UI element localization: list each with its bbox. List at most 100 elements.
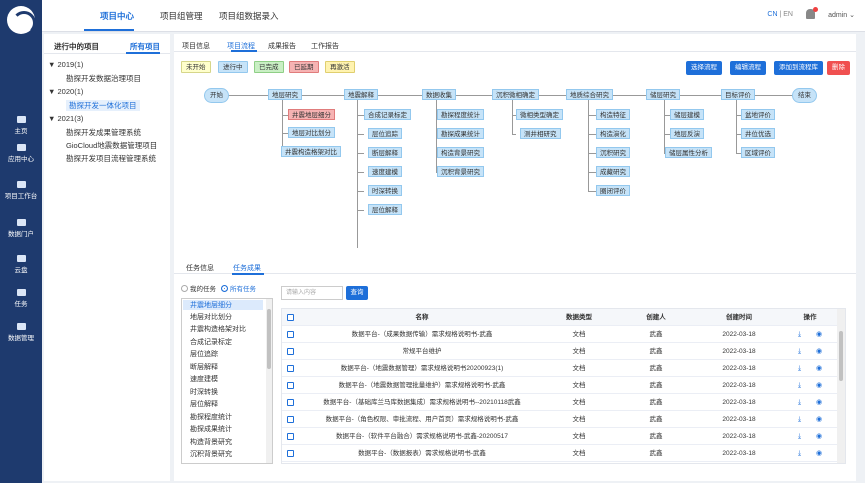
edit-flow-button[interactable]: 编辑流程 <box>730 61 766 75</box>
flow-task-node[interactable]: 合成记录标定 <box>364 109 411 120</box>
flow-task-node[interactable]: 构造演化 <box>596 128 630 139</box>
tab-task-results[interactable]: 任务成果 <box>233 265 261 272</box>
row-checkbox[interactable] <box>287 348 294 355</box>
flow-task-node[interactable]: 成藏研究 <box>596 166 630 177</box>
download-icon[interactable]: ⤓ <box>798 348 802 355</box>
scrollbar-thumb[interactable] <box>267 309 271 369</box>
tab-all-projects[interactable]: 所有项目 <box>130 42 160 51</box>
tree-project[interactable]: 勘探开发数据治理项目 <box>66 74 141 83</box>
task-list-item[interactable]: 勘探成果统计 <box>190 426 232 433</box>
delete-button[interactable]: 删除 <box>827 61 850 75</box>
flow-task-node[interactable]: 地层对比划分 <box>288 127 335 138</box>
sidebar-item-apps[interactable]: 应用中心 <box>0 144 42 166</box>
flow-task-node[interactable]: 测井相研究 <box>520 128 561 139</box>
table-row[interactable]: 数据平台-（地震数据管理）需求规格说明书20200923(1) 文档 武鑫 20… <box>282 360 838 377</box>
flow-phase-node[interactable]: 地层研究 <box>268 89 302 100</box>
view-icon[interactable]: ◉ <box>816 382 823 389</box>
row-checkbox[interactable] <box>287 382 294 389</box>
flow-task-node[interactable]: 井位优选 <box>741 128 775 139</box>
table-scrollbar[interactable] <box>837 309 845 463</box>
row-checkbox[interactable] <box>287 365 294 372</box>
flow-task-node[interactable]: 速度建模 <box>368 166 402 177</box>
tab-task-info[interactable]: 任务信息 <box>186 265 214 272</box>
table-row[interactable]: 数据平台-（基础库兰马库数据集成）需求规格说明书--20210118武鑫 文档 … <box>282 394 838 411</box>
flow-task-node[interactable]: 层位解释 <box>368 204 402 215</box>
notification-bell-icon[interactable] <box>806 7 818 19</box>
flow-phase-node[interactable]: 储层研究 <box>646 89 680 100</box>
tree-year-2019[interactable]: ▼ 2019(1) <box>48 60 84 69</box>
nav-project-group[interactable]: 项目组管理 <box>160 11 203 21</box>
table-row[interactable]: 数据平台-（数据报表）需求规格说明书-武鑫 文档 武鑫 2022-03-18 ⤓… <box>282 445 838 462</box>
download-icon[interactable]: ⤓ <box>798 416 802 423</box>
nav-project-center[interactable]: 项目中心 <box>100 11 135 21</box>
flow-task-node[interactable]: 断层解释 <box>368 147 402 158</box>
table-row[interactable]: 数据平台-（成果数据传输）需求规格说明书-武鑫 文档 武鑫 2022-03-18… <box>282 326 838 343</box>
row-checkbox[interactable] <box>287 433 294 440</box>
flow-phase-node[interactable]: 目标评价 <box>721 89 755 100</box>
task-list-item[interactable]: 勘探程度统计 <box>190 414 232 421</box>
tab-result-report[interactable]: 成果报告 <box>268 43 296 50</box>
task-list-item[interactable]: 速度建模 <box>190 376 218 383</box>
flow-task-node[interactable]: 勘探成果统计 <box>437 128 484 139</box>
view-icon[interactable]: ◉ <box>816 399 823 406</box>
flow-task-node[interactable]: 沉积背景研究 <box>437 166 484 177</box>
view-icon[interactable]: ◉ <box>816 365 823 372</box>
task-list-item[interactable]: 层位追踪 <box>190 351 218 358</box>
row-checkbox[interactable] <box>287 416 294 423</box>
download-icon[interactable]: ⤓ <box>798 382 802 389</box>
scrollbar-thumb[interactable] <box>839 331 843 381</box>
table-row[interactable]: 常规平台维护 文档 武鑫 2022-03-18 ⤓ ◉ <box>282 343 838 360</box>
tree-project[interactable]: 勘探开发成果管理系统 <box>66 128 141 137</box>
table-row[interactable]: 数据平台-（角色权限、审批流程、用户首页）需求规格说明书-武鑫 文档 武鑫 20… <box>282 411 838 428</box>
download-icon[interactable]: ⤓ <box>798 365 802 372</box>
tree-project-selected[interactable]: 勘探开发一体化项目 <box>66 100 140 111</box>
add-to-flow-library-button[interactable]: 添加到流程库 <box>774 61 823 75</box>
flow-task-node[interactable]: 层位追踪 <box>368 128 402 139</box>
sidebar-item-data-portal[interactable]: 数据门户 <box>0 219 42 241</box>
tree-project[interactable]: GioCloud地震数据管理项目 <box>66 141 158 150</box>
row-checkbox[interactable] <box>287 450 294 457</box>
view-icon[interactable]: ◉ <box>816 331 823 338</box>
download-icon[interactable]: ⤓ <box>798 450 802 457</box>
tab-project-flow[interactable]: 项目流程 <box>227 43 255 50</box>
task-list-scrollbar[interactable] <box>266 299 272 463</box>
download-icon[interactable]: ⤓ <box>798 399 802 406</box>
select-all-checkbox[interactable] <box>287 314 294 321</box>
tab-project-info[interactable]: 项目信息 <box>182 43 210 50</box>
language-switch[interactable]: CN | EN <box>767 11 793 18</box>
row-checkbox[interactable] <box>287 399 294 406</box>
task-list-item[interactable]: 井震构造格架对比 <box>190 326 246 333</box>
flow-task-node[interactable]: 区域评价 <box>741 147 775 158</box>
view-icon[interactable]: ◉ <box>816 348 823 355</box>
tree-year-2020[interactable]: ▼ 2020(1) <box>48 87 84 96</box>
view-icon[interactable]: ◉ <box>816 450 823 457</box>
sidebar-item-home[interactable]: 主页 <box>0 116 42 138</box>
sidebar-item-tasks[interactable]: 任务 <box>0 289 42 311</box>
flow-start-node[interactable]: 开始 <box>204 88 229 103</box>
task-list-item[interactable]: 合成记录标定 <box>190 339 232 346</box>
flow-phase-node[interactable]: 数据收集 <box>422 89 456 100</box>
flow-task-node[interactable]: 构造背景研究 <box>437 147 484 158</box>
view-icon[interactable]: ◉ <box>816 416 823 423</box>
tree-year-2021[interactable]: ▼ 2021(3) <box>48 114 84 123</box>
search-button[interactable]: 查询 <box>346 286 368 300</box>
lang-cn[interactable]: CN <box>767 11 778 18</box>
flow-task-node[interactable]: 地层反演 <box>670 128 704 139</box>
flow-task-node[interactable]: 盆地评价 <box>741 109 775 120</box>
flow-task-node[interactable]: 沉积研究 <box>596 147 630 158</box>
flow-task-node[interactable]: 井震构造格架对比 <box>281 146 341 157</box>
table-row[interactable]: 数据平台-（地震数据管理批量维护）需求规格说明书-武鑫 文档 武鑫 2022-0… <box>282 377 838 394</box>
user-menu[interactable]: admin ⌄ <box>828 12 855 19</box>
task-list-item[interactable]: 时深转换 <box>190 389 218 396</box>
table-row[interactable]: 数据平台-（软件平台融合）需求规格说明书-武鑫-20200517 文档 武鑫 2… <box>282 428 838 445</box>
tab-work-report[interactable]: 工作报告 <box>311 43 339 50</box>
search-input[interactable]: 请输入内容 <box>281 286 343 300</box>
flow-task-node[interactable]: 储层建模 <box>670 109 704 120</box>
sidebar-item-workbench[interactable]: 项目工作台 <box>0 181 42 203</box>
flow-task-node[interactable]: 圈闭评价 <box>596 185 630 196</box>
flow-task-node-delayed[interactable]: 井震地层细分 <box>288 109 335 120</box>
task-list-item[interactable]: 地层对比划分 <box>190 314 232 321</box>
flow-task-node[interactable]: 时深转换 <box>368 185 402 196</box>
task-list-item[interactable]: 断层解释 <box>190 364 218 371</box>
flow-task-node[interactable]: 构造特征 <box>596 109 630 120</box>
